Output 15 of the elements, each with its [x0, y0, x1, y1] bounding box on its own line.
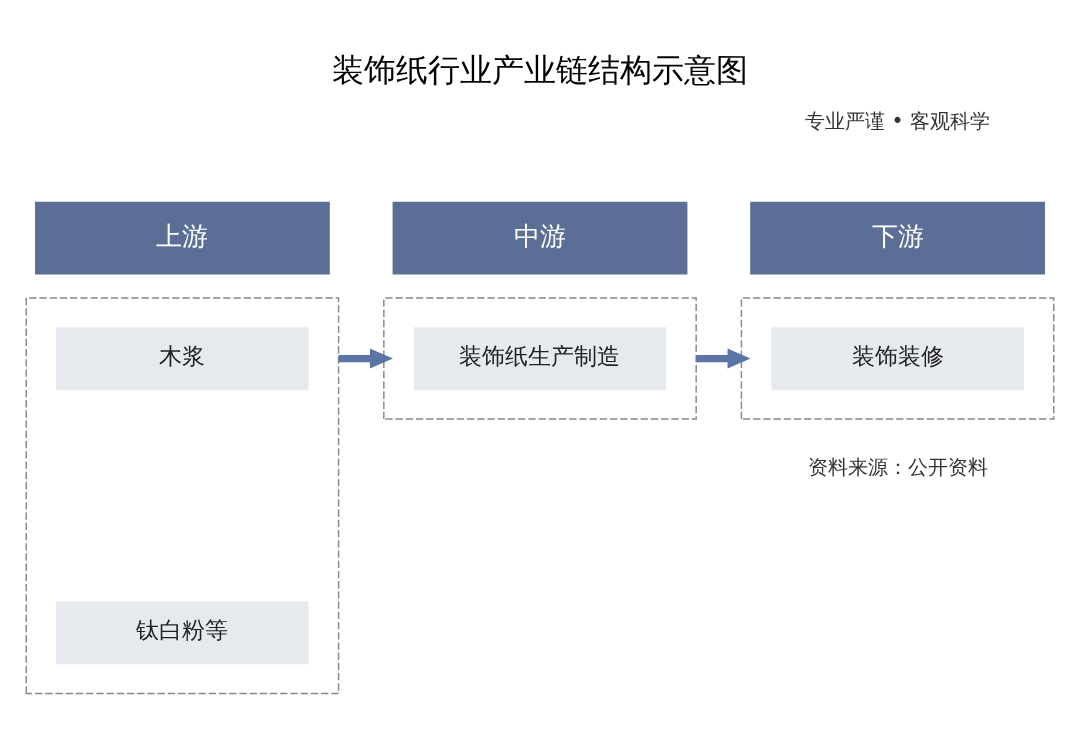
node-box: 中游 [392, 201, 688, 275]
node-box: 下游 [750, 201, 1045, 275]
label: 资料来源：公开资料 [807, 455, 988, 480]
cluster [25, 297, 340, 695]
diagram-title: 装饰纸行业产业链结构示意图 [332, 51, 748, 90]
node-box: 装饰装修 [771, 327, 1024, 390]
node-box: 装饰纸生产制造 [413, 327, 667, 390]
node-box: 钛白粉等 [56, 601, 309, 665]
node-box: 上游 [35, 201, 330, 275]
cluster [383, 297, 697, 420]
node-box: 木浆 [56, 327, 309, 390]
label: 专业严谨 • 客观科学 [805, 109, 991, 134]
arrow [338, 348, 393, 369]
arrow [696, 348, 751, 369]
cluster [740, 297, 1055, 420]
